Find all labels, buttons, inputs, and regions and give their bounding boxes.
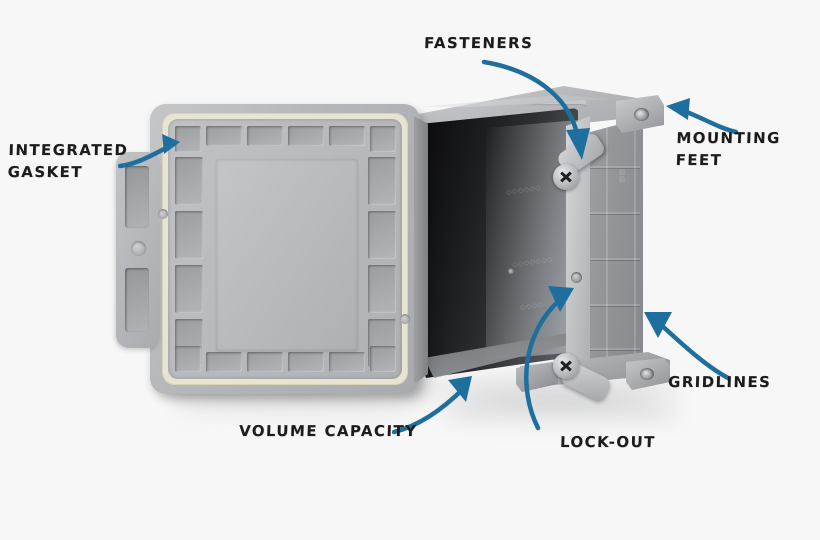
gridline-v-1 — [606, 128, 608, 366]
reflection-lid — [175, 396, 415, 422]
lid-rib-right-1 — [368, 157, 396, 205]
callout-label-gridlines: GRIDLINES — [667, 373, 772, 391]
lid-rib-bottom-3 — [247, 352, 283, 372]
gridline-h-2 — [578, 212, 640, 214]
enclosure-lid — [116, 104, 420, 394]
lid-hinge-ear — [116, 152, 160, 348]
lid-rib-bottom-5 — [329, 352, 365, 372]
callout-label-lock-out: LOCK-OUT — [559, 433, 657, 451]
mounting-foot-hole-bottom — [640, 368, 654, 380]
reflection-body — [440, 398, 680, 432]
lid-rib-top-2 — [206, 126, 242, 146]
mounting-foot-hole-top — [634, 108, 649, 121]
lid-edge-thickness — [414, 116, 428, 384]
fastener-screw-lower[interactable] — [553, 353, 579, 379]
lid-rib-left-3 — [175, 265, 203, 313]
lid-rib-bottom-4 — [288, 352, 324, 372]
gridline-h-4 — [578, 304, 640, 306]
ear-slot-top — [125, 166, 149, 228]
callout-label-fasteners: FASTENERS — [423, 34, 534, 52]
lid-rib-top-1 — [175, 126, 201, 152]
lid-rib-right-2 — [368, 211, 396, 259]
lid-rib-bottom-6 — [370, 346, 396, 372]
lid-rib-left-1 — [175, 157, 203, 205]
gasket-boss-bottom — [400, 314, 410, 324]
ear-mount-hole — [131, 241, 146, 256]
callout-label-volume-capacity: VOLUME CAPACITY — [238, 422, 418, 440]
lid-rib-bottom-1 — [175, 346, 201, 372]
fastener-screw-upper[interactable] — [553, 164, 579, 190]
ear-slot-bottom — [125, 268, 149, 332]
gridline-h-3 — [578, 258, 640, 260]
cavity-small-hole — [508, 268, 514, 274]
lid-rib-bottom-2 — [206, 352, 242, 372]
lid-inner-pan — [168, 119, 402, 379]
lid-rib-top-4 — [288, 126, 324, 146]
gridline-h-5 — [578, 348, 640, 350]
gridline-v-2 — [634, 124, 636, 366]
gridline-h-1 — [578, 166, 640, 168]
callout-label-integrated-gasket: INTEGRATED GASKET — [7, 141, 129, 181]
side-panel-emboss-mark: ▤▤ — [618, 168, 627, 184]
callout-label-mounting-feet: MOUNTING FEET — [675, 129, 782, 169]
lid-rib-top-6 — [370, 126, 396, 152]
gasket-boss-top — [158, 209, 168, 219]
integrated-gasket-seal — [162, 113, 408, 385]
lid-rib-left-2 — [175, 211, 203, 259]
lid-rib-right-3 — [368, 265, 396, 313]
lid-rib-top-5 — [329, 126, 365, 146]
lid-rib-top-3 — [247, 126, 283, 146]
lock-out-hole — [571, 272, 582, 283]
lid-center-panel — [216, 159, 358, 351]
